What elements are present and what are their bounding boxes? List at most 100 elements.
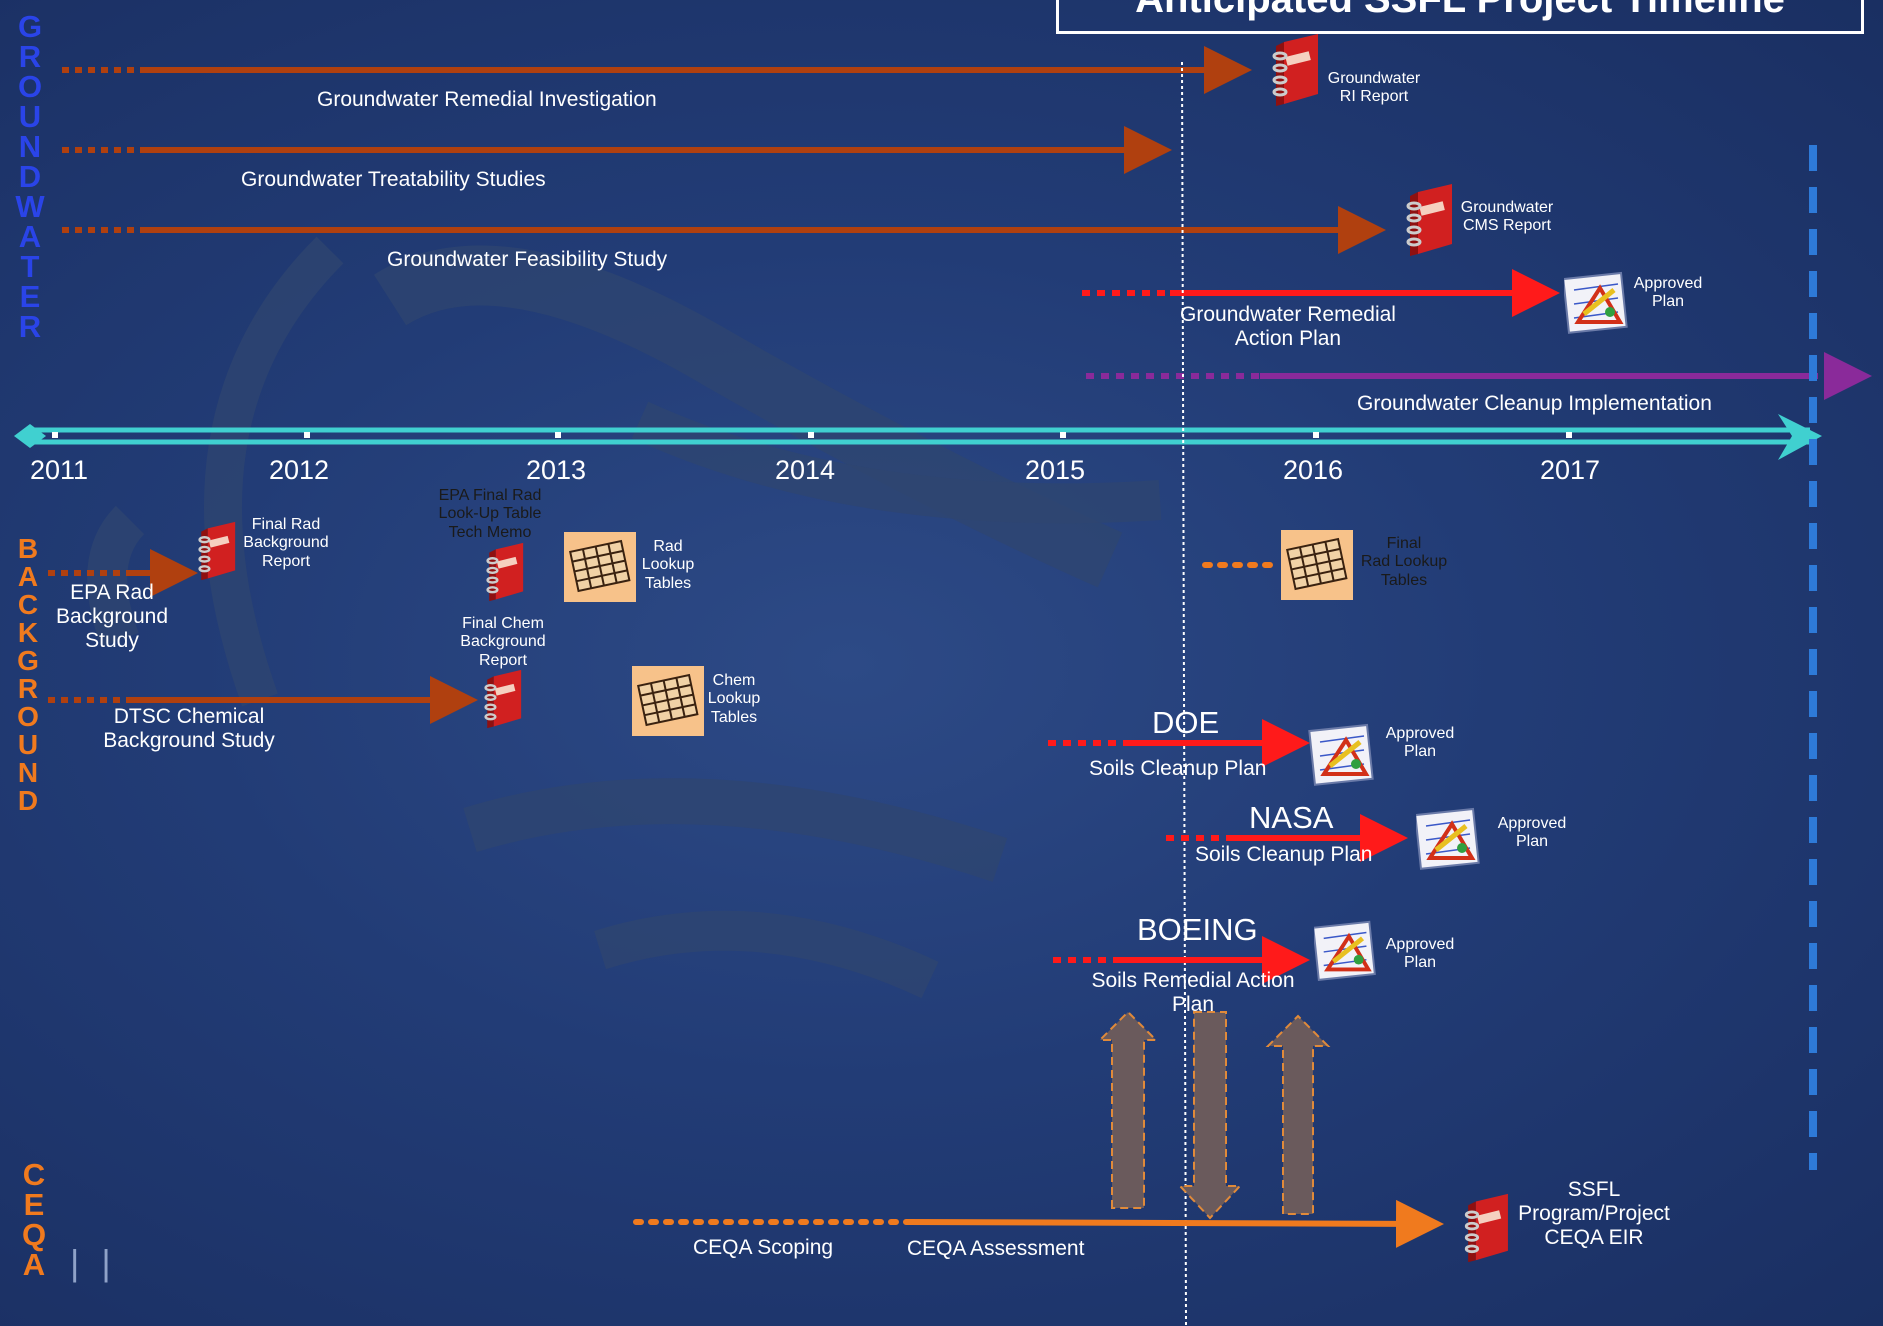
epa-memo-label: EPA Final Rad Look-Up Table Tech Memo: [430, 487, 550, 542]
boeing-approved-label: Approved Plan: [1380, 936, 1460, 973]
final-rad-lookup-line: Tables: [1380, 571, 1428, 589]
ceqa-up-arrow-2: [1265, 1014, 1331, 1215]
gw-cms-report-label: Groundwater CMS Report: [1455, 199, 1559, 236]
ceqa-scoping-label: CEQA Scoping: [693, 1236, 834, 1259]
ceqa-arrow: [633, 1199, 1444, 1248]
epa-rad-study-line: Study: [85, 629, 139, 653]
page-title: Anticipated SSFL Project Timeline: [1059, 0, 1861, 22]
nasa-plan-label: Soils Cleanup Plan: [1195, 843, 1373, 866]
final-rad-lookup-label: Final Rad Lookup Tables: [1357, 535, 1451, 590]
background-section-label: B A C K G R O U N D: [17, 533, 39, 816]
gw-approved-line: Approved: [1633, 275, 1703, 292]
epa-memo-line: Look-Up Table: [438, 505, 542, 523]
gw-ri-label: Groundwater Remedial Investigation: [317, 88, 657, 111]
epa-memo-line: Tech Memo: [448, 523, 532, 541]
report-book-icon: [1272, 34, 1318, 106]
lookup-table-icon: [564, 532, 636, 602]
nasa-title: NASA: [1249, 800, 1334, 835]
rad-lookup-line: Lookup: [641, 556, 695, 574]
background-swirl: [87, 236, 1162, 999]
report-book-icon: [1406, 184, 1452, 256]
doe-approved-line: Approved: [1385, 725, 1455, 742]
epa-memo-line: EPA Final Rad: [438, 487, 542, 504]
chem-lookup-line: Tables: [710, 708, 758, 726]
gw-rap-label: Groundwater Remedial Action Plan: [1168, 303, 1408, 351]
nasa-approved-line: Approved: [1497, 815, 1567, 832]
doe-title: DOE: [1152, 705, 1220, 740]
gw-cleanup-label: Groundwater Cleanup Implementation: [1357, 392, 1712, 415]
year-label: 2017: [1540, 455, 1601, 485]
boeing-title: BOEING: [1137, 912, 1258, 947]
year-label: 2014: [775, 455, 836, 485]
epa-rad-study-line: Background: [55, 605, 169, 629]
report-book-icon: [198, 521, 236, 581]
blueprint-plan-icon: [1564, 271, 1628, 334]
final-chem-report-line: Final Chem: [462, 615, 544, 632]
boeing-approved-line: Approved: [1385, 936, 1455, 953]
ceqa-assessment-label: CEQA Assessment: [907, 1237, 1085, 1260]
boeing-plan-line: Plan: [1171, 993, 1215, 1017]
gw-approved-plan-label: Approved Plan: [1628, 275, 1708, 312]
gw-ri-report-line: Groundwater: [1327, 70, 1421, 87]
ceqa-eir-line: Program/Project: [1518, 1202, 1670, 1226]
ceqa-eir-line: SSFL: [1567, 1178, 1621, 1201]
nasa-approved-label: Approved Plan: [1492, 815, 1572, 852]
blueprint-plan-icon: [1308, 723, 1374, 786]
final-rad-lookup-line: Final: [1386, 535, 1422, 552]
boeing-plan-label: Soils Remedial Action Plan: [1082, 969, 1304, 1017]
final-rad-report-line: Final Rad: [251, 516, 321, 533]
year-label: 2012: [269, 455, 330, 485]
report-book-icon: [486, 542, 524, 602]
ceqa-down-arrow: [1177, 1011, 1243, 1220]
groundwater-section-label: G R O U N D W A T E R: [15, 9, 45, 344]
slide-number-bars: | |: [70, 1242, 117, 1283]
epa-rad-study-label: EPA Rad Background Study: [50, 581, 174, 653]
gw-treatability-label: Groundwater Treatability Studies: [241, 168, 546, 191]
doe-plan-label: Soils Cleanup Plan: [1089, 757, 1267, 780]
gw-cms-report-line: CMS Report: [1462, 217, 1552, 235]
title-box: Anticipated SSFL Project Timeline: [1056, 0, 1864, 34]
chem-lookup-line: Chem: [712, 672, 756, 689]
blueprint-plan-icon: [1314, 920, 1376, 981]
boeing-plan-line: Soils Remedial Action: [1091, 969, 1295, 992]
ceqa-eir-line: CEQA EIR: [1544, 1226, 1644, 1250]
report-book-icon: [484, 669, 522, 729]
chem-lookup-line: Lookup: [707, 690, 761, 708]
year-label: 2016: [1283, 455, 1344, 485]
final-rad-lookup-line: Rad Lookup: [1360, 553, 1448, 571]
timeline-axis: [14, 414, 1822, 460]
ceqa-eir-label: SSFL Program/Project CEQA EIR: [1512, 1178, 1676, 1250]
year-label: 2011: [30, 455, 89, 485]
rad-lookup-label: Rad Lookup Tables: [628, 538, 708, 593]
final-rad-report-label: Final Rad Background Report: [236, 516, 336, 571]
timeline-ticks: [52, 432, 1572, 438]
rad-lookup-line: Tables: [644, 574, 692, 592]
ceqa-section-label: C E Q A: [21, 1157, 47, 1282]
gw-approved-line: Plan: [1651, 293, 1685, 311]
final-rad-report-line: Background: [243, 534, 329, 552]
current-date-marker: [1181, 61, 1187, 1326]
doe-approved-line: Plan: [1403, 743, 1437, 761]
dtsc-chem-line: DTSC Chemical: [113, 705, 265, 728]
year-label: 2015: [1025, 455, 1086, 485]
rad-lookup-line: Rad: [653, 538, 683, 555]
epa-rad-study-line: EPA Rad: [70, 581, 154, 604]
chem-lookup-label: Chem Lookup Tables: [694, 672, 774, 727]
blueprint-plan-icon: [1416, 807, 1480, 870]
gw-feasibility-label: Groundwater Feasibility Study: [387, 248, 668, 271]
gw-rap-label-line: Action Plan: [1234, 327, 1342, 351]
final-chem-report-label: Final Chem Background Report: [451, 615, 555, 670]
lookup-table-icon: [1281, 530, 1353, 600]
ceqa-up-arrow-1: [1097, 1010, 1159, 1209]
lookup-table-icon: [632, 666, 704, 736]
nasa-approved-line: Plan: [1515, 833, 1549, 851]
boeing-approved-line: Plan: [1403, 954, 1437, 972]
dtsc-chem-label: DTSC Chemical Background Study: [94, 705, 284, 753]
dtsc-chem-line: Background Study: [103, 729, 275, 753]
gw-rap-label-line: Groundwater Remedial: [1180, 303, 1396, 326]
final-chem-report-line: Background: [460, 633, 546, 651]
report-book-icon: [1464, 1193, 1508, 1263]
doe-approved-label: Approved Plan: [1380, 725, 1460, 762]
